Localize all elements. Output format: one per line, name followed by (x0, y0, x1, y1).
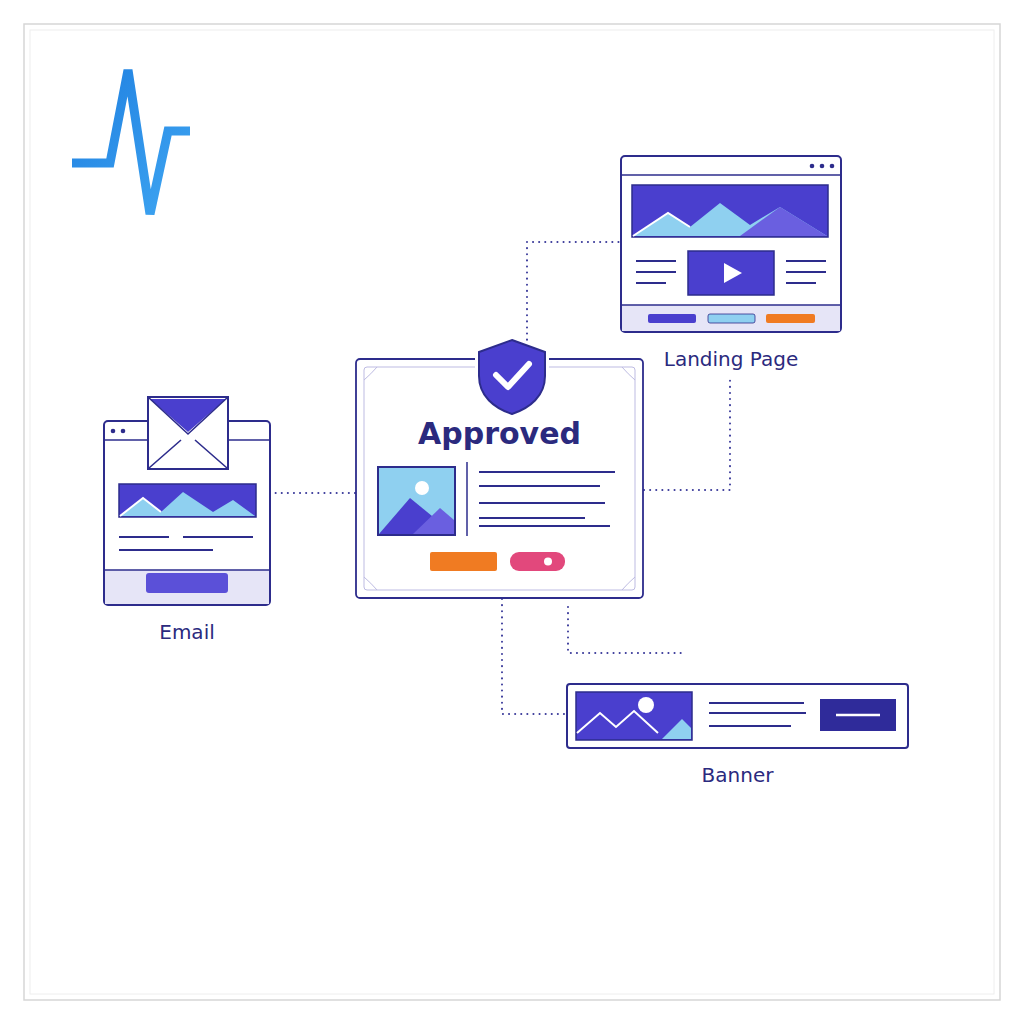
dotted-connector (502, 599, 566, 714)
dotted-line (568, 607, 682, 653)
landing-page-node: Landing Page (620, 155, 842, 375)
landing-window (620, 155, 842, 333)
dotted-connector (644, 375, 730, 490)
node-label: Email (103, 620, 271, 644)
banner-window (566, 683, 909, 749)
page-frame (24, 24, 1000, 1000)
approved-card (355, 358, 644, 599)
banner-node: Banner (566, 683, 909, 791)
node-label: Banner (566, 763, 909, 787)
card-title: Approved (355, 358, 644, 451)
email-window (103, 420, 271, 606)
approved-card-node: Approved (355, 358, 644, 599)
logo-mark (72, 70, 190, 214)
email-node: Email (103, 420, 271, 648)
node-label: Landing Page (620, 347, 842, 371)
dotted-connector (527, 242, 620, 358)
page-frame-inner (30, 30, 994, 994)
dotted-connector (271, 492, 355, 494)
